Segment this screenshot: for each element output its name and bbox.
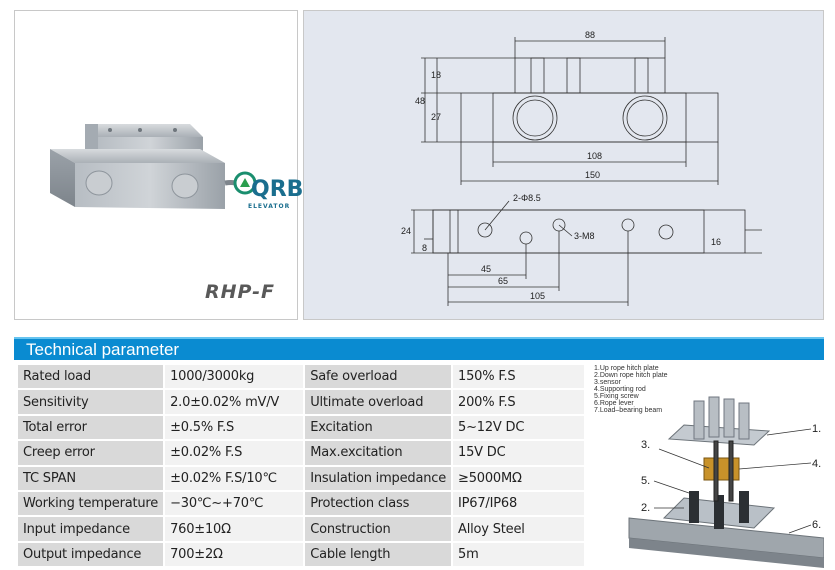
callout-2: 2. [641, 502, 651, 514]
legend-item: 1.Up rope hitch plate [594, 365, 659, 372]
param-value: −30℃~+70℃ [165, 491, 304, 516]
callout-3: 3. [641, 439, 651, 451]
assembly-illustration [628, 396, 824, 568]
table-row: Input impedance 760±10Ω Construction All… [18, 517, 584, 541]
table-row: Total error ±0.5% F.S Excitation 5~12V D… [18, 415, 584, 440]
assembly-diagram: 1.Up rope hitch plate 2.Down rope hitch … [589, 363, 824, 570]
assembly-legend: 1.Up rope hitch plate 2.Down rope hitch … [594, 365, 668, 414]
section-header: Technical parameter [14, 337, 824, 360]
legend-item: 4.Supporting rod [594, 386, 646, 393]
param-value: ±0.02% F.S/10℃ [165, 466, 304, 490]
legend-item: 7.Load–bearing beam [594, 407, 663, 414]
table-row: Sensitivity 2.0±0.02% mV/V Ultimate over… [18, 390, 584, 414]
dim-upper-height: 18 [431, 70, 441, 80]
dim-c: 105 [530, 291, 545, 301]
legend-item: 3.sensor [594, 379, 621, 386]
hole-callout-2: 3-M8 [574, 231, 595, 241]
technical-drawing-panel: 88 48 18 27 108 150 2-Φ8.5 3-M8 24 8 16 … [303, 10, 824, 320]
param-key: Ultimate overload [305, 390, 452, 414]
param-key: Working temperature [18, 491, 164, 516]
param-value: 700±2Ω [165, 542, 304, 567]
callout-1: 1. [812, 423, 822, 435]
logo-text: QRB [251, 177, 304, 202]
logo-subtitle: ELEVATOR [248, 203, 291, 210]
table-row: TC SPAN ±0.02% F.S/10℃ Insulation impeda… [18, 466, 584, 490]
param-value: ≥5000MΩ [453, 466, 584, 490]
param-value: 200% F.S [453, 390, 584, 414]
dim-hole-spacing: 108 [587, 151, 602, 161]
dim-plan-height-left: 24 [401, 226, 411, 236]
param-key: Total error [18, 415, 164, 440]
dim-plan-height-right: 16 [711, 237, 721, 247]
param-key: Safe overload [305, 365, 452, 389]
table-row: Output impedance 700±2Ω Cable length 5m [18, 542, 584, 567]
param-value: ±0.02% F.S [165, 441, 304, 465]
legend-item: 5.Fixing screw [594, 393, 639, 400]
param-key: Rated load [18, 365, 164, 389]
callout-6: 6. [812, 519, 822, 531]
hole-callout-1: 2-Φ8.5 [513, 193, 541, 203]
legend-item: 6.Rope lever [594, 400, 634, 407]
dim-overall-length: 150 [585, 170, 600, 180]
parameter-table: Rated load 1000/3000kg Safe overload 150… [16, 363, 586, 568]
param-key: Output impedance [18, 542, 164, 567]
table-row: Rated load 1000/3000kg Safe overload 150… [18, 365, 584, 389]
dim-lower-height: 27 [431, 112, 441, 122]
dimension-drawing: 88 48 18 27 108 150 2-Φ8.5 3-M8 24 8 16 … [401, 30, 762, 306]
param-value: 2.0±0.02% mV/V [165, 390, 304, 414]
section-title: Technical parameter [26, 340, 180, 359]
param-key: TC SPAN [18, 466, 164, 490]
param-key: Sensitivity [18, 390, 164, 414]
dim-top-width: 88 [585, 30, 595, 40]
param-key: Excitation [305, 415, 452, 440]
table-row: Working temperature −30℃~+70℃ Protection… [18, 491, 584, 516]
param-value: ±0.5% F.S [165, 415, 304, 440]
param-key: Max.excitation [305, 441, 452, 465]
param-value: 150% F.S [453, 365, 584, 389]
param-key: Input impedance [18, 517, 164, 541]
param-key: Cable length [305, 542, 452, 567]
product-photo-panel: QRB ELEVATOR RHP-F [14, 10, 303, 320]
callout-5: 5. [641, 475, 651, 487]
param-value: IP67/IP68 [453, 491, 584, 516]
param-key: Construction [305, 517, 452, 541]
dim-a: 45 [481, 264, 491, 274]
param-value: 5m [453, 542, 584, 567]
load-cell-photo [50, 124, 257, 209]
param-value: Alloy Steel [453, 517, 584, 541]
param-value: 1000/3000kg [165, 365, 304, 389]
param-value: 760±10Ω [165, 517, 304, 541]
dim-overall-height: 48 [415, 96, 425, 106]
model-label: RHP-F [205, 281, 275, 303]
dim-plan-offset-left: 8 [422, 243, 427, 253]
param-key: Insulation impedance [305, 466, 452, 490]
dim-b: 65 [498, 276, 508, 286]
param-key: Protection class [305, 491, 452, 516]
table-row: Creep error ±0.02% F.S Max.excitation 15… [18, 441, 584, 465]
callout-4: 4. [812, 458, 822, 470]
legend-item: 2.Down rope hitch plate [594, 372, 668, 379]
param-key: Creep error [18, 441, 164, 465]
param-value: 15V DC [453, 441, 584, 465]
param-value: 5~12V DC [453, 415, 584, 440]
